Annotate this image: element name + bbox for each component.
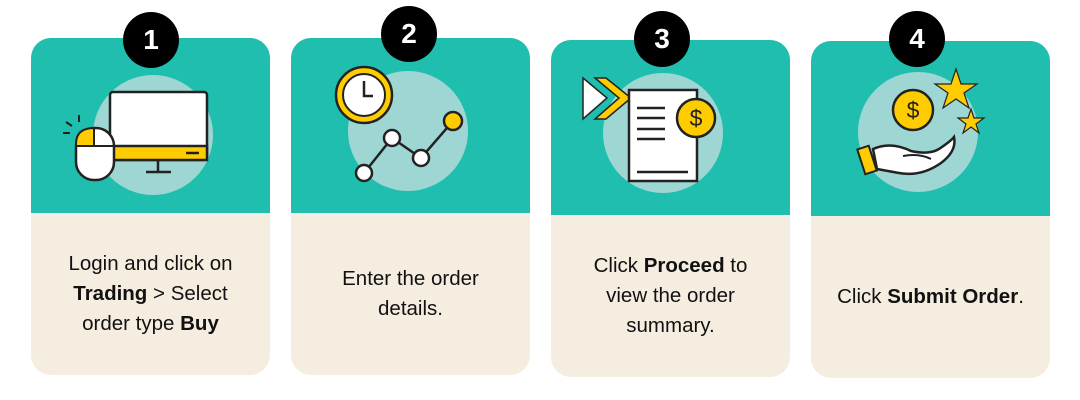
step-1-text-line: order type [82, 312, 181, 335]
step-2-text-line: Enter the order details. [342, 267, 479, 320]
step-card-4: $ Click Submit Order. [811, 41, 1050, 378]
clock-chart-icon [334, 65, 468, 191]
step-card-2: Enter the order details. [291, 38, 530, 375]
step-3-bold-proceed: Proceed [643, 254, 725, 277]
computer-mouse-icon [63, 75, 213, 195]
step-number-badge-4: 4 [889, 11, 945, 67]
step-card-1: Login and click on Trading > Select order … [31, 38, 270, 375]
step-1-bold-trading: Trading [73, 282, 148, 305]
step-4-text-line: Click [837, 285, 888, 308]
step-4-text: Click Submit Order. [811, 216, 1050, 378]
step-1-text: Login and click on Trading > Select order … [31, 213, 270, 375]
step-4-text-line: . [1018, 285, 1024, 308]
step-2-text: Enter the order details. [291, 213, 530, 375]
step-number-badge-3: 3 [634, 11, 690, 67]
step-3-text-line: Click [593, 254, 644, 277]
svg-text:$: $ [690, 105, 703, 131]
step-3-text-line: to view the order summary. [606, 254, 748, 337]
step-3-text: Click Proceed to view the order summary. [551, 215, 790, 377]
hand-coin-stars-icon: $ [856, 67, 986, 192]
document-dollar-icon: $ [582, 73, 723, 193]
step-4-bold-submit-order: Submit Order [887, 285, 1019, 308]
step-1-text-line: Login and click on [68, 252, 233, 275]
step-3-illustration: $ [551, 40, 790, 215]
step-2-illustration [291, 38, 530, 213]
step-1-bold-buy: Buy [180, 312, 219, 335]
step-number-badge-2: 2 [381, 6, 437, 62]
step-card-3: $ Click Proceed to view the order summar… [551, 40, 790, 377]
svg-text:$: $ [907, 97, 920, 123]
step-number-badge-1: 1 [123, 12, 179, 68]
step-4-illustration: $ [811, 41, 1050, 216]
step-1-text-line: > Select [147, 282, 228, 305]
